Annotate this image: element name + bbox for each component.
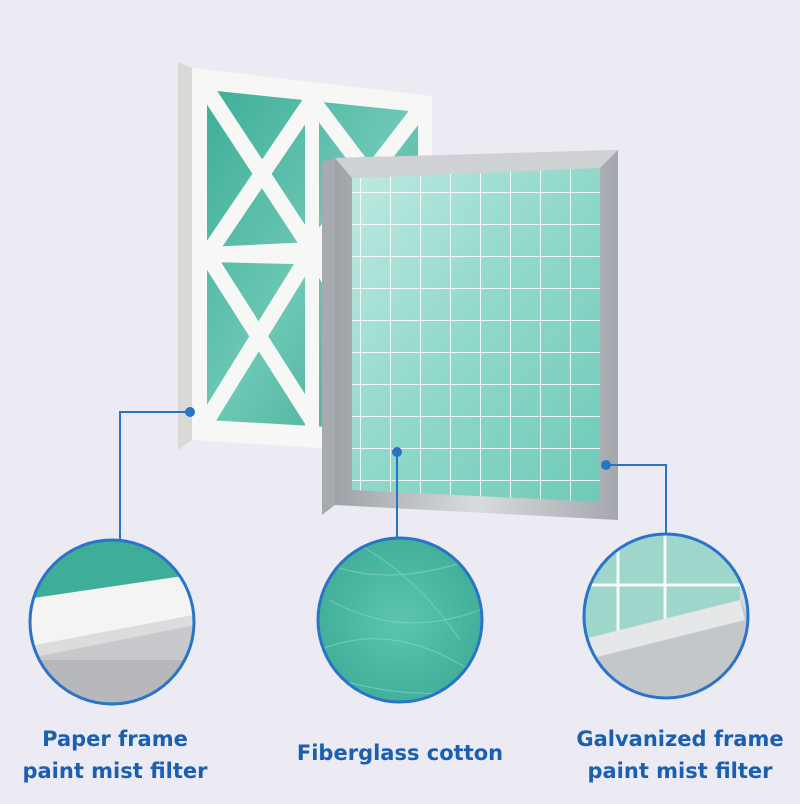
galvanized-frame-closeup-icon — [582, 532, 750, 700]
caption-line: paint mist filter — [587, 759, 773, 783]
caption-galvanized-frame-filter: Galvanized frame paint mist filter — [560, 723, 800, 787]
callout-dots — [185, 407, 611, 470]
galvanized-frame-filter-icon — [322, 150, 618, 520]
caption-line: Fiberglass cotton — [296, 741, 504, 765]
callout-lines — [119, 411, 667, 540]
caption-fiberglass-cotton: Fiberglass cotton — [255, 737, 545, 769]
caption-line: paint mist filter — [22, 759, 208, 783]
caption-paper-frame-filter: Paper frame paint mist filter — [10, 723, 220, 787]
caption-line: Paper frame — [42, 727, 188, 751]
paper-frame-closeup-icon — [28, 538, 196, 706]
caption-line: Galvanized frame — [576, 727, 784, 751]
fiberglass-closeup-icon — [316, 536, 484, 704]
